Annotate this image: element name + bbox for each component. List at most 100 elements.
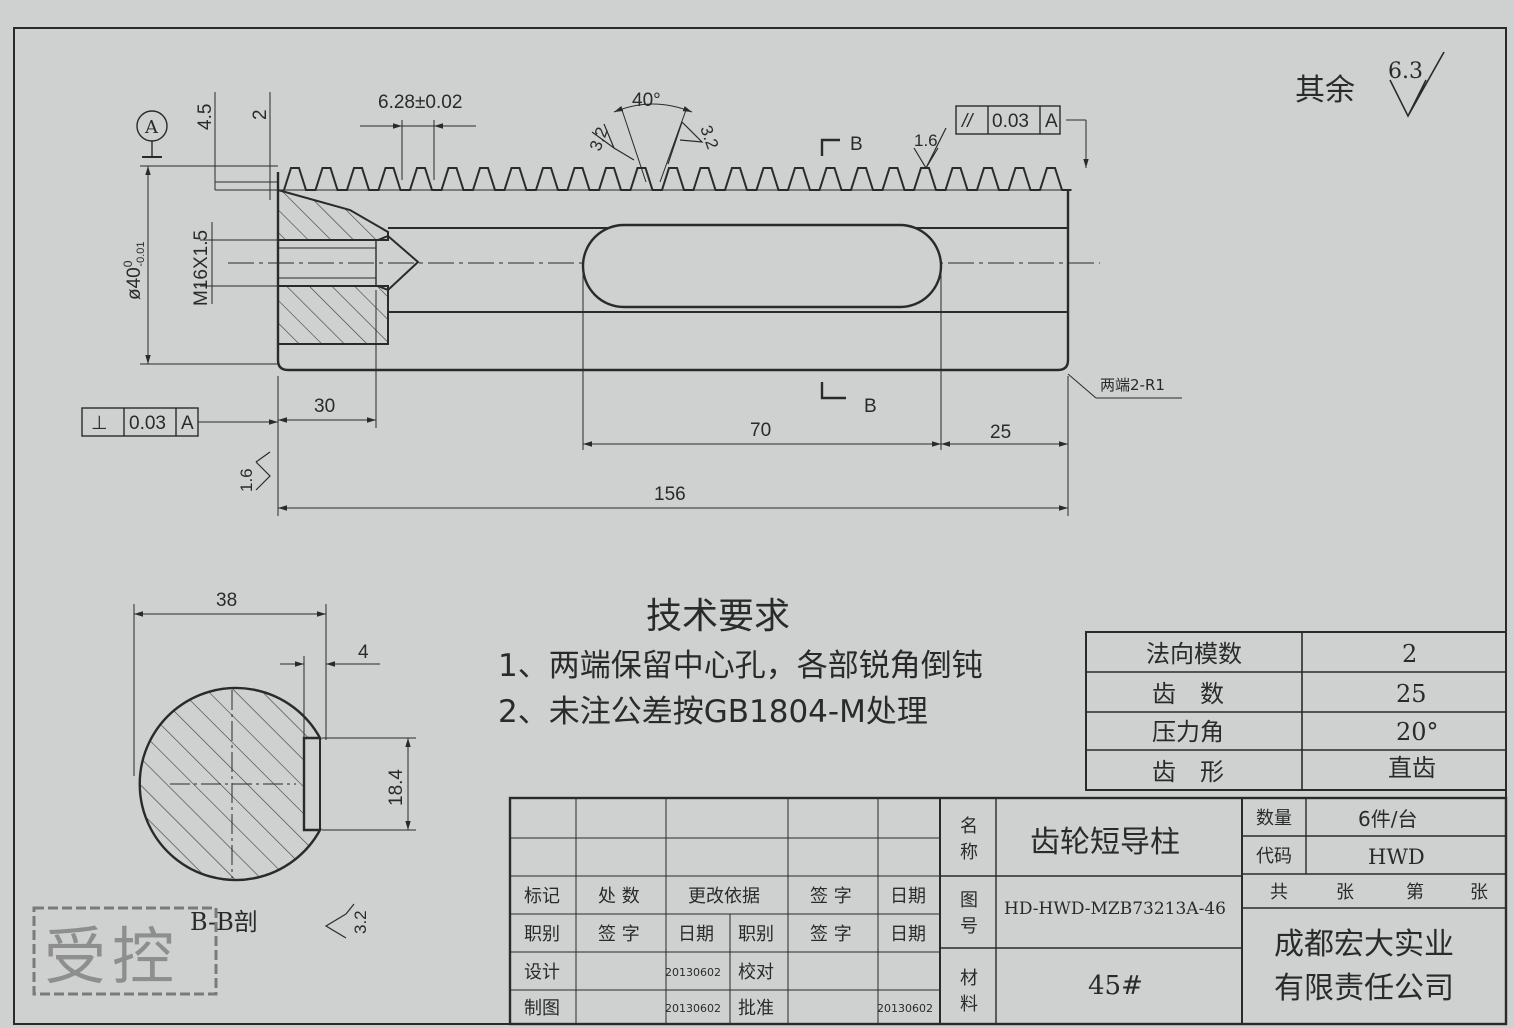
- section-mark-bottom: B: [864, 396, 877, 417]
- dim-ra-1-6-left: 1.6: [237, 468, 256, 492]
- dim-diameter-sub: -0.01: [135, 241, 147, 266]
- title-block: [508, 796, 1508, 1026]
- dim-2: 2: [250, 109, 271, 120]
- gear-parameter-table: 法向模数 2 齿 数 25 压力角 20° 齿 形 直齿: [1085, 631, 1507, 791]
- rev-header: 标记: [524, 886, 560, 907]
- dim-fillet: 两端2-R1: [1100, 376, 1165, 394]
- technical-requirements: 技术要求 1、两端保留中心孔，各部锐角倒钝 2、未注公差按GB1804-M处理: [498, 596, 983, 730]
- drawno-label: 号: [960, 916, 978, 937]
- name-label: 名: [960, 816, 978, 837]
- dim-18-4: 18.4: [386, 769, 407, 806]
- rev-header: 更改依据: [688, 886, 760, 907]
- surface-finish-other: 其余 6.3: [1295, 51, 1445, 118]
- role-header: 签 字: [598, 924, 640, 945]
- dim-ra-1-6-top: 1.6: [914, 131, 938, 150]
- qty-value: 6件/台: [1358, 807, 1417, 831]
- parallelism-frame: // 0.03 A: [955, 105, 1061, 135]
- surface-finish-marks: [255, 121, 947, 491]
- dim-diameter-sup: 0: [121, 260, 135, 267]
- section-circle-hatched: [138, 686, 323, 882]
- approve-label: 批准: [738, 998, 774, 1019]
- section-ra-value: 3.2: [351, 910, 370, 934]
- parallel-ref: A: [1045, 111, 1058, 132]
- dim-4: 4: [358, 642, 369, 663]
- section-label: B-B剖: [190, 908, 258, 936]
- drawing-number: HD-HWD-MZB73213A-46: [1004, 899, 1226, 919]
- section-b-b-view: 38 4 18.4 B-B剖 3.2: [133, 590, 416, 939]
- center-hole-section-hatch: [277, 188, 389, 345]
- rev-header: 日期: [890, 886, 926, 907]
- gear-param-value: 2: [1402, 640, 1417, 668]
- company-name-line2: 有限责任公司: [1274, 971, 1454, 1006]
- gear-param-label: 压力角: [1152, 718, 1224, 746]
- gear-param-value: 20°: [1396, 718, 1439, 746]
- material-label: 料: [960, 994, 978, 1015]
- parallel-symbol: //: [960, 111, 974, 132]
- requirements-title: 技术要求: [646, 596, 790, 637]
- rev-header: 签 字: [810, 886, 852, 907]
- draw-label: 制图: [524, 998, 560, 1019]
- rev-header: 处 数: [598, 886, 640, 907]
- code-value: HWD: [1368, 845, 1425, 869]
- role-header: 职别: [738, 924, 774, 945]
- name-label: 称: [960, 842, 978, 863]
- material-label: 材: [960, 968, 978, 989]
- keyway-slot: [581, 223, 943, 309]
- dim-angle: 40°: [632, 90, 661, 111]
- surface-finish-symbol: [1389, 51, 1445, 118]
- role-header: 日期: [678, 924, 714, 945]
- approve-date: 20130602: [877, 1002, 933, 1015]
- design-date: 20130602: [665, 966, 721, 979]
- main-view-dimensions: [140, 92, 1182, 516]
- surface-other-value: 6.3: [1388, 59, 1423, 84]
- dim-4-5: 4.5: [195, 104, 216, 130]
- dim-ra-3-2-right: 3.2: [696, 123, 722, 152]
- role-header: 职别: [524, 924, 560, 945]
- dim-30: 30: [314, 396, 335, 417]
- sheet-unit: 张: [1470, 882, 1488, 903]
- dim-156: 156: [654, 484, 686, 505]
- center-hole-threads: [278, 234, 420, 292]
- material-value: 45#: [1088, 971, 1143, 1001]
- draw-date: 20130602: [665, 1002, 721, 1015]
- role-header: 签 字: [810, 924, 852, 945]
- dim-thread: M16X1.5: [191, 230, 212, 306]
- drawno-label: 图: [960, 890, 978, 911]
- check-label: 校对: [738, 962, 774, 983]
- rack-shaft-main-view: [228, 167, 1100, 372]
- part-name: 齿轮短导柱: [1030, 825, 1180, 860]
- gear-param-value: 25: [1396, 680, 1427, 708]
- perp-tol: 0.03: [129, 413, 166, 434]
- dim-diameter-main: ø40: [124, 267, 145, 300]
- sheet-total-label: 共: [1270, 882, 1288, 903]
- code-label: 代码: [1256, 846, 1292, 867]
- sheet-unit: 张: [1336, 882, 1354, 903]
- sheet-no-label: 第: [1406, 882, 1424, 903]
- dim-25: 25: [990, 422, 1011, 443]
- role-header: 日期: [890, 924, 926, 945]
- perp-ref: A: [181, 413, 194, 434]
- gear-param-label: 齿 数: [1152, 680, 1224, 708]
- shaft-body-outline: [276, 172, 1070, 372]
- design-label: 设计: [524, 962, 560, 983]
- gear-param-label: 齿 形: [1152, 758, 1224, 786]
- qty-label: 数量: [1256, 808, 1292, 829]
- stamp-text: 受控: [44, 920, 180, 993]
- perp-symbol: ⊥: [91, 413, 108, 434]
- title-block-texts: 标记 处 数 更改依据 签 字 日期 职别 签 字 日期 职别 签 字 日期 设…: [524, 807, 1488, 1019]
- controlled-stamp: 受控: [32, 906, 218, 996]
- gear-param-label: 法向模数: [1146, 640, 1242, 668]
- dim-38: 38: [216, 590, 237, 611]
- perpendicularity-frame: ⊥ 0.03 A: [81, 407, 199, 437]
- datum-a-letter: A: [144, 117, 159, 138]
- surface-other-label: 其余: [1295, 73, 1355, 108]
- dim-pitch: 6.28±0.02: [378, 92, 462, 113]
- section-ra-symbol: [324, 903, 355, 939]
- requirement-1: 1、两端保留中心孔，各部锐角倒钝: [498, 648, 983, 684]
- dim-70: 70: [750, 420, 771, 441]
- section-mark-top: B: [850, 134, 863, 155]
- datum-a: A: [136, 110, 168, 158]
- requirement-2: 2、未注公差按GB1804-M处理: [498, 694, 928, 730]
- dim-diameter: ø400-0.01: [121, 241, 147, 300]
